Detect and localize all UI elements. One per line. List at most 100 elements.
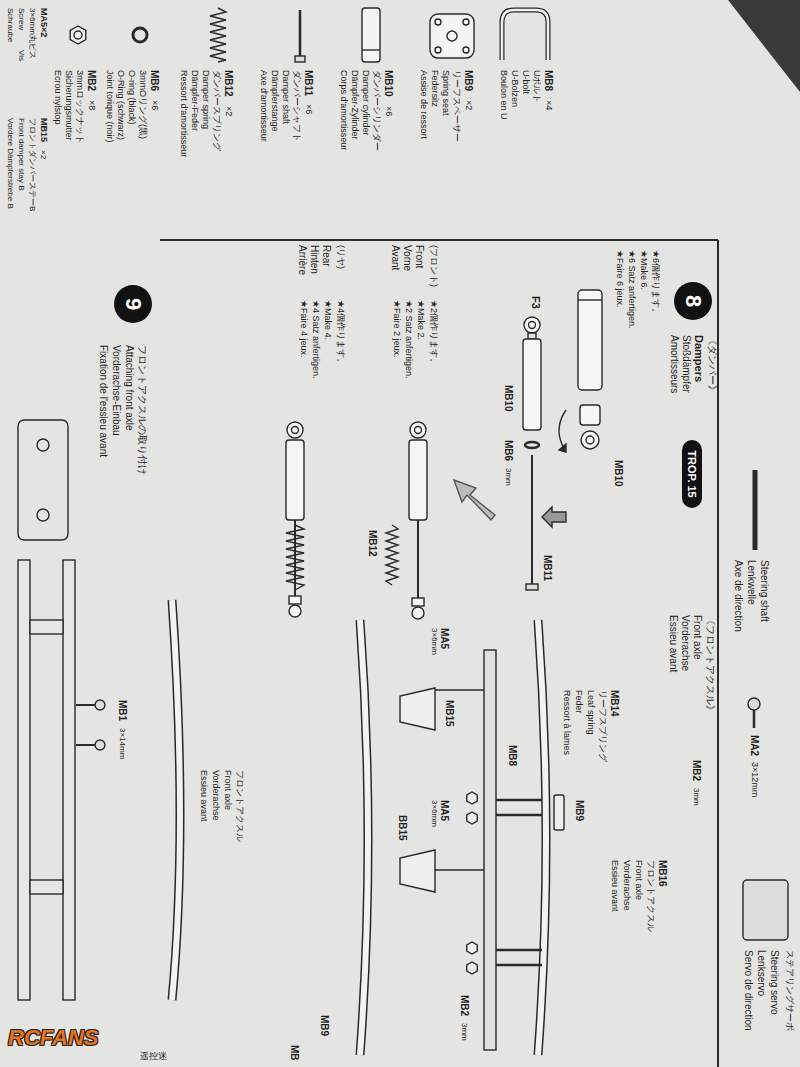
drawing-stroke: [74, 31, 82, 39]
drawing-stroke: [753, 710, 756, 728]
instruction-text: ★Make 4.: [322, 300, 332, 340]
part-code: MB14: [609, 690, 620, 717]
drawing-stroke: [447, 31, 457, 41]
instruction-text: ×8: [86, 100, 96, 110]
drawing-stroke: [386, 525, 398, 585]
instruction-text: フロントアクスル: [645, 860, 655, 932]
instruction-text: Vordere Dämpferstrebe B: [5, 118, 14, 209]
drawing-stroke: [528, 333, 536, 339]
instruction-text: Screw: [16, 8, 25, 30]
watermark-text: RCFANS: [8, 1026, 98, 1050]
drawing-stroke: [581, 431, 599, 449]
instruction-text: 3mmロックナット: [74, 70, 84, 144]
instruction-text: フロントダンパーステーB: [27, 118, 36, 211]
instruction-text: ★Make 2.: [415, 300, 425, 340]
drawing-stroke: [362, 8, 380, 62]
drawing-stroke: [467, 962, 477, 974]
part-code: MB11: [542, 555, 553, 581]
instruction-text: Feder: [573, 690, 583, 714]
drawing-stroke: [467, 812, 477, 824]
drawing-stroke: [37, 439, 49, 451]
instruction-text: U-bolt: [520, 70, 530, 94]
drawing-stroke: [415, 427, 422, 434]
instruction-text: Federsitz: [429, 70, 439, 107]
instruction-text: Ecrou nylstop: [52, 70, 62, 125]
drawing-stroke: [463, 19, 469, 25]
part-code: MB12: [367, 530, 378, 557]
part-code: MB11: [303, 70, 314, 96]
drawing-stroke: [287, 422, 303, 438]
instruction-text: ★2個作ります。: [428, 300, 438, 367]
part-code: MB: [289, 1045, 300, 1061]
drawing-stroke: [578, 290, 602, 390]
instruction-text: Assise de ressort: [418, 70, 428, 139]
drawing-stroke: [172, 600, 180, 1000]
part-code: MA5: [439, 628, 450, 649]
drawing-stroke: [748, 698, 760, 710]
instruction-text: Attaching front axle: [124, 345, 135, 431]
instruction-text: ダンパーシャフト: [291, 70, 301, 142]
instruction-text: Vis: [16, 50, 25, 61]
instruction-text: Boulon en U: [498, 70, 508, 120]
reference-badge: TROP. 15: [682, 440, 702, 508]
instruction-text: O-ring (black): [126, 70, 136, 125]
drawing-stroke: [18, 560, 30, 1000]
instruction-text: Front axle: [222, 770, 232, 810]
drawing-stroke: [362, 49, 380, 50]
drawing-stroke: [435, 869, 484, 870]
drawing-stroke: [410, 422, 426, 438]
drawing-stroke: [502, 10, 548, 60]
part-code: MB6: [149, 70, 160, 91]
part-code: MA5: [439, 800, 450, 821]
instruction-text: Essieu avant: [198, 770, 208, 822]
drawing-stroke: [172, 600, 180, 1000]
instruction-text: Vorderachse: [621, 860, 631, 911]
instruction-text: Hinten: [309, 245, 320, 274]
step-number-text: 8: [681, 295, 705, 307]
part-code: MB10: [383, 70, 394, 97]
drawing-stroke: [95, 700, 105, 710]
table-corner: [728, 0, 800, 92]
instruction-text: リーフスペーサー: [451, 70, 461, 142]
instruction-text: Fixation de l'essieu avant: [98, 345, 109, 457]
drawing-stroke: [526, 584, 538, 590]
instruction-text: フロントアクスル: [234, 770, 244, 842]
watermark-text: 遥控迷: [140, 1052, 167, 1062]
instruction-text: フロントアクスルの取り付け: [137, 345, 148, 475]
part-code: MB2: [691, 760, 702, 781]
instruction-text: Schraube: [5, 8, 14, 42]
instruction-text: Front axle: [692, 615, 703, 659]
instruction-text: ×6: [303, 104, 313, 114]
instruction-text: Ressort à lames: [561, 690, 571, 755]
drawing-stroke: [292, 427, 299, 434]
drawing-stroke: [37, 509, 49, 521]
drawing-stroke: [531, 455, 533, 585]
instruction-text: Essieu avant: [668, 615, 679, 672]
drawing-stroke: [360, 620, 368, 1055]
drawing-stroke: [76, 744, 95, 746]
part-code: MA5×2: [38, 8, 48, 37]
instruction-text: 《フロントアクスル》: [705, 615, 716, 715]
drawing-stroke: [400, 688, 435, 730]
drawing-stroke: [95, 740, 105, 750]
drawing-stroke: [554, 795, 564, 830]
step-number: 9: [114, 285, 152, 323]
instruction-text: Corps d'amortisseur: [338, 70, 348, 150]
part-code: MB2: [86, 70, 97, 91]
instruction-text: 3×6mm: [429, 800, 438, 827]
part-code: MB8: [507, 745, 518, 766]
part-code: MB9: [574, 800, 585, 821]
drawing-stroke: [496, 949, 542, 952]
drawing-stroke: [160, 239, 718, 241]
instruction-text: 3mmOリング(黒): [137, 70, 147, 139]
instruction-text: Amortisseurs: [669, 335, 680, 393]
drawing-stroke: [559, 410, 566, 452]
drawing-stroke: [400, 850, 435, 892]
step-number: 8: [674, 282, 712, 320]
part-code: MB9: [319, 1015, 330, 1036]
instruction-text: ★6 Satz anfertigen.: [626, 250, 636, 329]
drawing-stroke: [30, 880, 63, 894]
instruction-text: 3×12mm: [749, 762, 759, 797]
part-code: MB9: [463, 70, 474, 91]
